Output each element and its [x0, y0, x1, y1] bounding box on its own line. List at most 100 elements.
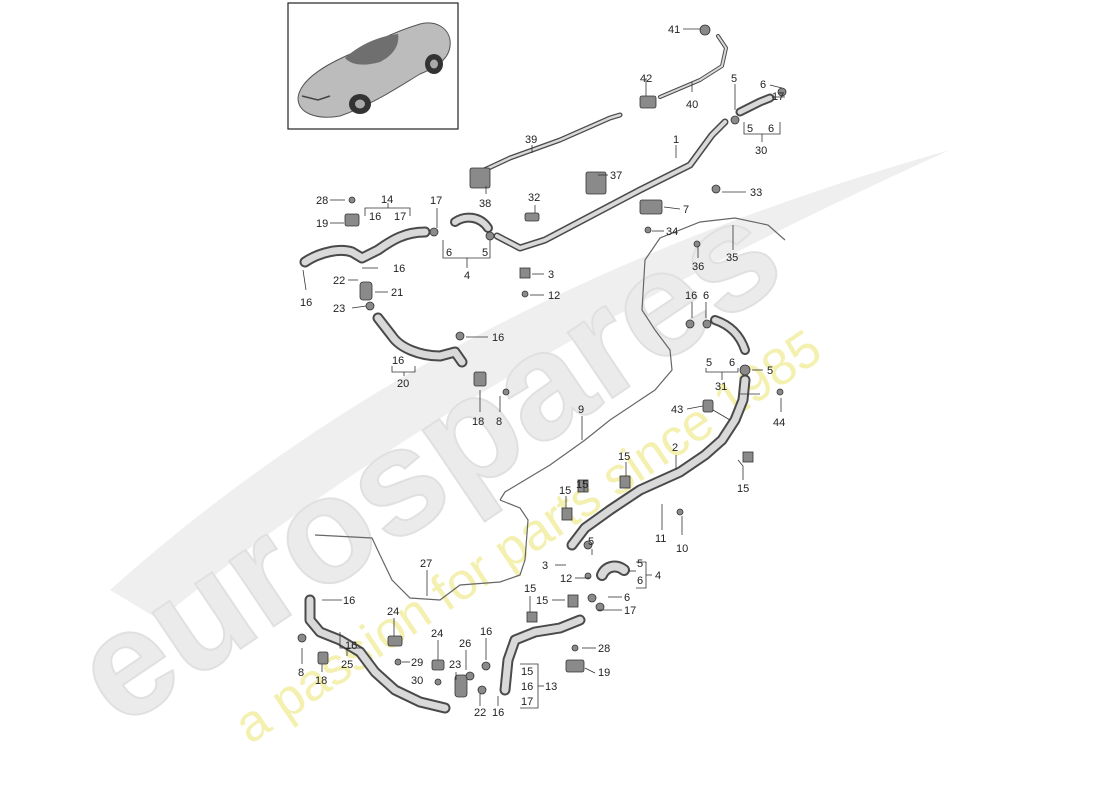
callout: 17 — [394, 211, 406, 223]
callout: 40 — [686, 99, 698, 111]
callout: 8 — [496, 416, 502, 428]
callout: 17 — [521, 696, 533, 708]
callout: 22 — [333, 275, 345, 287]
callout: 20 — [397, 378, 409, 390]
callout: 29 — [411, 657, 423, 669]
callout: 7 — [683, 204, 689, 216]
callout: 34 — [666, 226, 678, 238]
callout: 6 — [729, 357, 735, 369]
callout: 5 — [588, 536, 594, 548]
callout: 16 — [300, 297, 312, 309]
car-icon — [297, 22, 451, 118]
callout: 8 — [298, 667, 304, 679]
callout: 2 — [672, 442, 678, 454]
callout: 5 — [767, 365, 773, 377]
line-35 — [499, 217, 786, 501]
callout: 16 — [393, 263, 405, 275]
callout: 30 — [755, 145, 767, 157]
line-9 — [314, 499, 529, 601]
callout: 17 — [430, 195, 442, 207]
callout: 15 — [524, 583, 536, 595]
callout: 6 — [768, 123, 774, 135]
callout: 19 — [316, 218, 328, 230]
callout: 10 — [676, 543, 688, 555]
callout: 37 — [610, 170, 622, 182]
callout: 15 — [536, 595, 548, 607]
callout: 6 — [703, 290, 709, 302]
callout: 36 — [692, 261, 704, 273]
callout: 42 — [640, 73, 652, 85]
callout: 18 — [472, 416, 484, 428]
callout: 15 — [559, 485, 571, 497]
callout: 15 — [576, 479, 588, 491]
callout: 18 — [315, 675, 327, 687]
callout: 14 — [381, 194, 393, 206]
callout: 4 — [655, 570, 661, 582]
callout: 1 — [673, 134, 679, 146]
callout: 16 — [343, 595, 355, 607]
callout: 44 — [773, 417, 785, 429]
callout: 16 — [492, 707, 504, 719]
callout: 5 — [731, 73, 737, 85]
connector-23b — [454, 674, 468, 698]
callout: 38 — [479, 198, 491, 210]
callout: 6 — [637, 575, 643, 587]
callout: 15 — [737, 483, 749, 495]
callout: 30 — [411, 675, 423, 687]
callout: 21 — [391, 287, 403, 299]
callout: 23 — [449, 659, 461, 671]
callout: 15 — [521, 666, 533, 678]
callout: 39 — [525, 134, 537, 146]
callout: 17 — [624, 605, 636, 617]
callout: 23 — [333, 303, 345, 315]
callout: 16 — [369, 211, 381, 223]
pipes — [299, 34, 786, 714]
callout: 16 — [685, 290, 697, 302]
callout: 31 — [715, 381, 727, 393]
callout: 33 — [750, 187, 762, 199]
callout: 9 — [578, 404, 584, 416]
callout: 5 — [747, 123, 753, 135]
callout: 6 — [624, 592, 630, 604]
callout: 35 — [726, 252, 738, 264]
callout: 16 — [392, 355, 404, 367]
callout: 22 — [474, 707, 486, 719]
callout: 24 — [387, 606, 399, 618]
callout: 13 — [545, 681, 557, 693]
callout: 28 — [598, 643, 610, 655]
callout: 15 — [618, 451, 630, 463]
connector-21 — [359, 281, 373, 301]
small-parts — [297, 24, 787, 695]
callout: 19 — [598, 667, 610, 679]
callout: 5 — [637, 558, 643, 570]
callout: 17 — [772, 91, 784, 103]
callout: 3 — [548, 269, 554, 281]
callout: 43 — [671, 404, 683, 416]
callout: 25 — [341, 659, 353, 671]
callout: 12 — [548, 290, 560, 302]
callout: 32 — [528, 192, 540, 204]
callout: 27 — [420, 558, 432, 570]
callout: 3 — [542, 560, 548, 572]
watermark-swoosh — [110, 150, 950, 620]
leaders — [301, 28, 785, 709]
callout: 12 — [560, 573, 572, 585]
watermark: eurospares a passion for parts since 198… — [43, 150, 950, 758]
callout: 11 — [655, 533, 666, 545]
car-thumbnail — [287, 2, 459, 130]
pipe-40 — [658, 34, 728, 99]
callout: 41 — [668, 24, 680, 36]
callout: 26 — [459, 638, 471, 650]
callout: 16 — [521, 681, 533, 693]
callout: 6 — [760, 79, 766, 91]
callouts: 41 42 40 5 6 17 5 6 30 39 1 37 38 33 32 … — [298, 24, 785, 719]
callout: 4 — [464, 270, 470, 282]
callout: 24 — [431, 628, 443, 640]
callout: 6 — [446, 247, 452, 259]
callout: 16 — [345, 640, 357, 652]
callout: 16 — [492, 332, 504, 344]
callout: 16 — [480, 626, 492, 638]
callout: 28 — [316, 195, 328, 207]
callout: 5 — [482, 247, 488, 259]
